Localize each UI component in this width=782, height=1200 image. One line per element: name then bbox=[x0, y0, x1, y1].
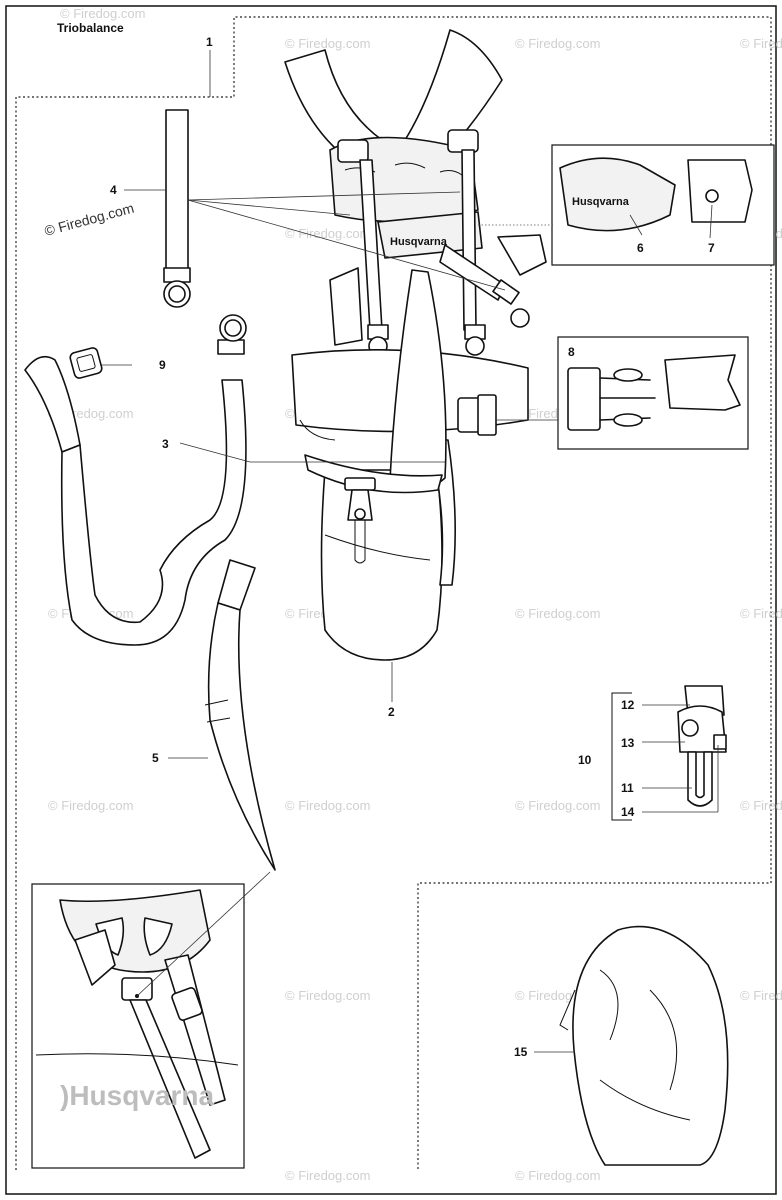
strap-part-4 bbox=[163, 109, 191, 308]
svg-text:© Firedog.com: © Firedog.com bbox=[740, 36, 782, 51]
callout-1: 1 bbox=[206, 35, 213, 49]
svg-text:© Firedog.com: © Firedog.com bbox=[740, 798, 782, 813]
detail-box-8 bbox=[557, 336, 749, 450]
detail-box-6-7: Husqvarna bbox=[551, 144, 775, 266]
callout-2: 2 bbox=[388, 705, 395, 719]
svg-text:© Firedog.com: © Firedog.com bbox=[285, 1168, 370, 1183]
svg-text:© Firedog.com: © Firedog.com bbox=[285, 226, 370, 241]
detail-inset: )Husqvarna bbox=[31, 871, 271, 1169]
callout-11: 11 bbox=[621, 781, 634, 795]
callout-5: 5 bbox=[152, 751, 159, 765]
svg-text:© Firedog.com: © Firedog.com bbox=[285, 36, 370, 51]
buckle-part-9 bbox=[69, 347, 103, 379]
svg-text:© Firedog.com: © Firedog.com bbox=[740, 988, 782, 1003]
callout-4: 4 bbox=[110, 183, 117, 197]
assembly-boundary bbox=[15, 16, 772, 1170]
svg-text:© Firedog.com: © Firedog.com bbox=[285, 798, 370, 813]
callout-6: 6 bbox=[637, 241, 644, 255]
diagram-title: Triobalance bbox=[57, 21, 124, 35]
callout-15: 15 bbox=[514, 1045, 528, 1059]
svg-text:© Firedog.com: © Firedog.com bbox=[515, 1168, 600, 1183]
strap-part-5 bbox=[204, 559, 276, 871]
callouts: 1 2 3 4 5 6 7 8 9 10 11 12 13 14 15 bbox=[110, 35, 715, 1059]
callout-13: 13 bbox=[621, 736, 635, 750]
callout-9: 9 bbox=[159, 358, 166, 372]
svg-text:© Firedog.com: © Firedog.com bbox=[48, 798, 133, 813]
bag-part-15 bbox=[559, 925, 729, 1166]
hook-assembly-10 bbox=[611, 685, 727, 821]
leader-lines bbox=[100, 50, 719, 1053]
page-border bbox=[5, 5, 777, 1195]
callout-8: 8 bbox=[568, 345, 575, 359]
watermark-prominent: © Firedog.com bbox=[43, 200, 136, 239]
svg-text:© Firedog.com: © Firedog.com bbox=[515, 798, 600, 813]
svg-text:© Firedog.com: © Firedog.com bbox=[285, 988, 370, 1003]
harness-part-2: Husqvarna bbox=[284, 29, 547, 661]
svg-text:© Firedog.com: © Firedog.com bbox=[740, 606, 782, 621]
callout-7: 7 bbox=[708, 241, 715, 255]
callout-12: 12 bbox=[621, 698, 635, 712]
callout-14: 14 bbox=[621, 805, 635, 819]
callout-10: 10 bbox=[578, 753, 592, 767]
svg-text:Husqvarna: Husqvarna bbox=[390, 236, 448, 248]
svg-text:)Husqvarna: )Husqvarna bbox=[60, 1080, 214, 1111]
callout-3: 3 bbox=[162, 437, 169, 451]
svg-text:© Firedog.com: © Firedog.com bbox=[60, 6, 145, 21]
strap-part-3 bbox=[24, 314, 247, 646]
svg-text:© Firedog.com: © Firedog.com bbox=[515, 606, 600, 621]
svg-text:Husqvarna: Husqvarna bbox=[572, 196, 630, 208]
svg-text:© Firedog.com: © Firedog.com bbox=[515, 36, 600, 51]
